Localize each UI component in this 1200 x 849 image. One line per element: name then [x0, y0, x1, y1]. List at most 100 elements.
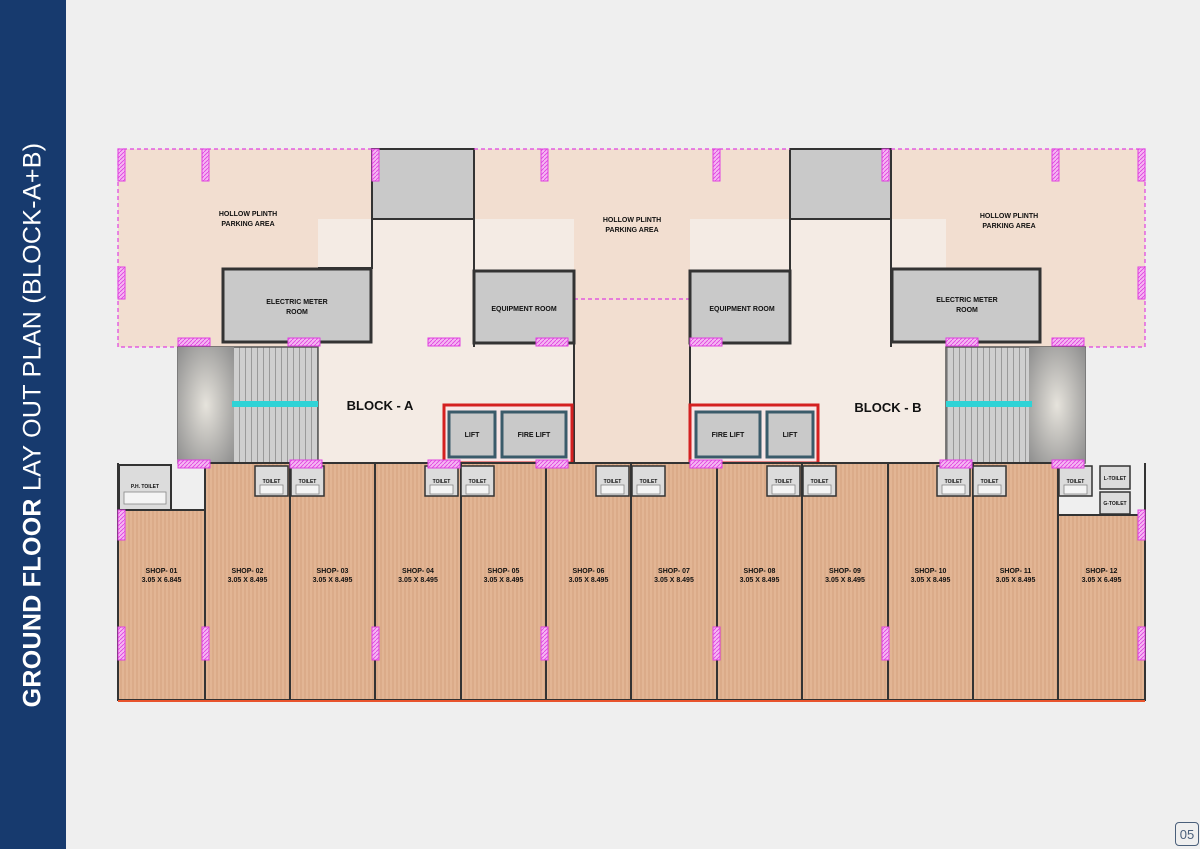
- column: [117, 509, 126, 541]
- column: [689, 459, 723, 469]
- meter-label-a1: ELECTRIC METER: [266, 299, 327, 306]
- lift-b: [765, 410, 815, 459]
- column: [371, 626, 380, 661]
- column: [945, 337, 979, 347]
- column: [289, 459, 323, 469]
- toilet-label: TOILET: [811, 479, 829, 485]
- shop-name: SHOP- 03: [317, 568, 349, 575]
- toilet-label: TOILET: [433, 479, 451, 485]
- l-toilet-label: L-TOILET: [1104, 476, 1126, 482]
- shop-2: [204, 462, 291, 701]
- parking-label-3b: PARKING AREA: [982, 223, 1035, 230]
- shop-size: 3.05 X 8.495: [398, 577, 438, 584]
- shop-size: 3.05 X 8.495: [654, 577, 694, 584]
- shop-10: [887, 462, 974, 701]
- shop-3: [289, 462, 376, 701]
- grey-area-b: [789, 148, 892, 220]
- column: [287, 337, 321, 347]
- shop-size: 3.05 X 8.495: [313, 577, 353, 584]
- column: [1051, 337, 1085, 347]
- column: [689, 337, 723, 347]
- lift-label-a: LIFT: [465, 432, 480, 439]
- lift-label-b: LIFT: [783, 432, 798, 439]
- shop-4: [374, 462, 462, 701]
- shop-5: [460, 462, 547, 701]
- parking-label-2b: PARKING AREA: [605, 227, 658, 234]
- shop-12: [1057, 514, 1146, 701]
- column: [177, 337, 211, 347]
- column: [535, 337, 569, 347]
- shop-name: SHOP- 12: [1086, 568, 1118, 575]
- shop-size: 3.05 X 8.495: [484, 577, 524, 584]
- fire-lift-label-a: FIRE LIFT: [518, 432, 551, 439]
- column: [1137, 266, 1146, 300]
- parking-label-3a: HOLLOW PLINTH: [980, 213, 1038, 220]
- column: [117, 626, 126, 661]
- boundary-dashed-b: [891, 148, 1146, 348]
- equipment-room-a: [472, 269, 576, 345]
- parking-label-1a: HOLLOW PLINTH: [219, 211, 277, 218]
- handrail-a: [232, 401, 318, 407]
- shop-name: SHOP- 08: [744, 568, 776, 575]
- handrail-b: [946, 401, 1032, 407]
- equipment-label-b: EQUIPMENT ROOM: [709, 306, 775, 313]
- shop-6: [545, 462, 632, 701]
- block-a-label: BLOCK - A: [347, 398, 414, 413]
- shop-11: [972, 462, 1059, 701]
- toilet-label: TOILET: [299, 479, 317, 485]
- column: [1137, 509, 1146, 541]
- column: [117, 266, 126, 300]
- column: [177, 459, 211, 469]
- equipment-room-b: [688, 269, 792, 345]
- column: [371, 148, 380, 182]
- toilet-label: TOILET: [1067, 479, 1085, 485]
- shop-size: 3.05 X 6.845: [142, 577, 182, 584]
- parking-label-2a: HOLLOW PLINTH: [603, 217, 661, 224]
- g-toilet: [1099, 491, 1131, 515]
- column: [427, 337, 461, 347]
- toilet-label: TOILET: [604, 479, 622, 485]
- shop-name: SHOP- 01: [146, 568, 178, 575]
- shop-name: SHOP- 11: [1000, 568, 1032, 575]
- column: [201, 626, 210, 661]
- page-number: 05: [1175, 822, 1199, 846]
- shop-1: [117, 509, 206, 701]
- meter-label-b1: ELECTRIC METER: [936, 297, 997, 304]
- column: [881, 626, 890, 661]
- column: [712, 626, 721, 661]
- columns: [117, 148, 1146, 661]
- fire-lift-a: [500, 410, 568, 459]
- toilet-label: TOILET: [263, 479, 281, 485]
- toilet-label: TOILET: [775, 479, 793, 485]
- shop-name: SHOP- 04: [402, 568, 434, 575]
- column: [1051, 148, 1060, 182]
- g-toilet-label: G-TOILET: [1103, 501, 1126, 507]
- column: [540, 148, 549, 182]
- column: [1137, 626, 1146, 661]
- column: [712, 148, 721, 182]
- shop-name: SHOP- 07: [658, 568, 690, 575]
- l-toilet: [1099, 465, 1131, 490]
- column: [881, 148, 890, 182]
- column: [427, 459, 461, 469]
- shop-size: 3.05 X 8.495: [740, 577, 780, 584]
- electric-meter-room-b: [890, 267, 1042, 344]
- ph-toilet-label: P.H. TOILET: [131, 484, 159, 490]
- fire-lift-label-b: FIRE LIFT: [712, 432, 745, 439]
- toilet-label: TOILET: [981, 479, 999, 485]
- shop-size: 3.05 X 8.495: [911, 577, 951, 584]
- fire-lift-b: [694, 410, 762, 459]
- meter-label-b2: ROOM: [956, 307, 978, 314]
- column: [1051, 459, 1085, 469]
- column: [939, 459, 973, 469]
- shop-name: SHOP- 05: [488, 568, 520, 575]
- equipment-label-a: EQUIPMENT ROOM: [491, 306, 557, 313]
- column: [1137, 148, 1146, 182]
- electric-meter-room-a: [221, 267, 373, 344]
- shop-7: [630, 462, 718, 701]
- boundary-dashed-a: [117, 148, 372, 348]
- grey-area-a: [371, 148, 475, 220]
- toilets: TOILET TOILET TOILET TOILET TOILET TOILET TOIL…: [118, 464, 1131, 515]
- shop-8: [716, 462, 803, 701]
